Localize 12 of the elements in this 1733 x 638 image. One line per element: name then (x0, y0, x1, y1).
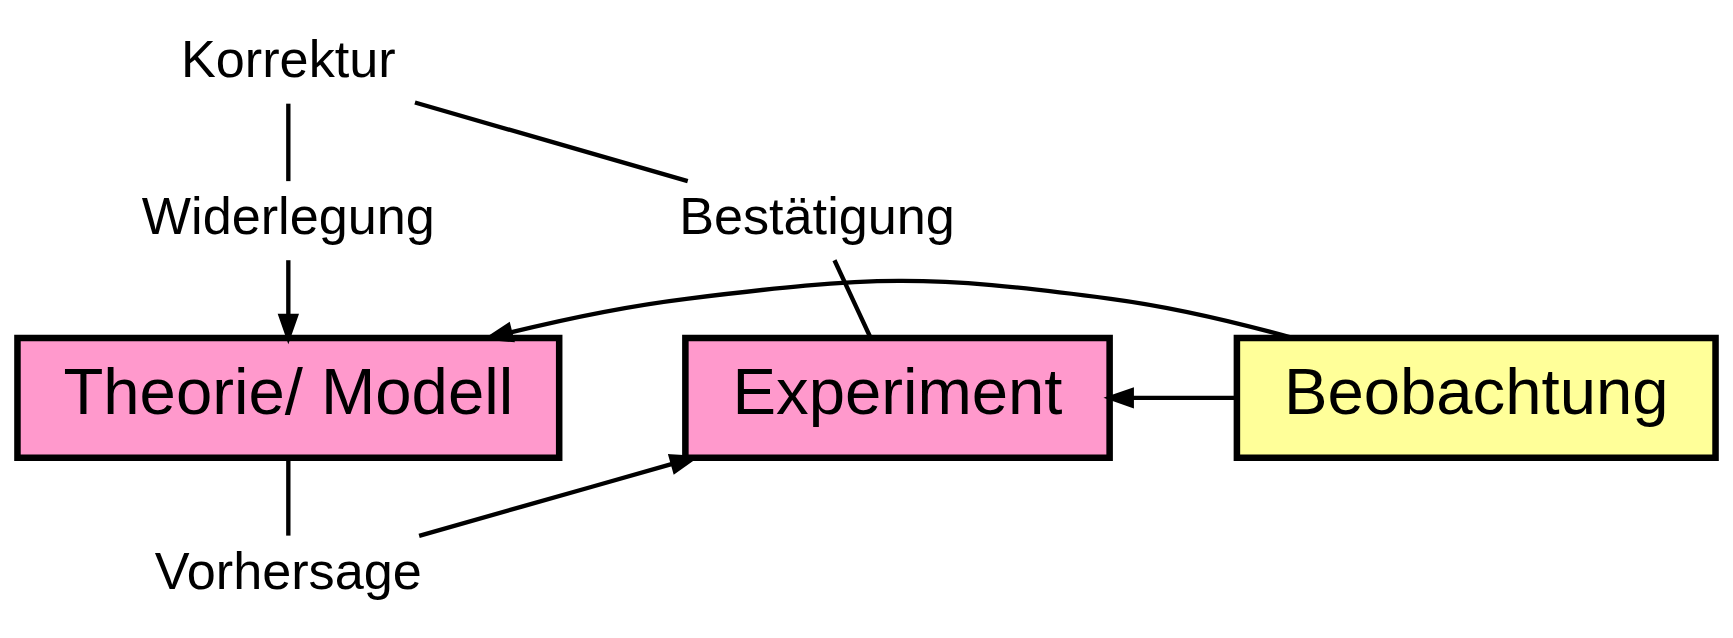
connector (286, 458, 291, 536)
node-text: Bestätigung (679, 186, 955, 245)
connector (286, 103, 291, 181)
node-text: Vorhersage (154, 541, 422, 600)
node-text: Widerlegung (141, 186, 435, 245)
node-box: Theorie/ Modell (14, 334, 563, 461)
arrow (277, 259, 299, 344)
node-text: Korrektur (180, 29, 396, 88)
connector (414, 99, 689, 183)
arrow (1103, 386, 1237, 408)
node-box: Experiment (682, 334, 1113, 461)
node-box: Beobachtung (1233, 334, 1719, 461)
